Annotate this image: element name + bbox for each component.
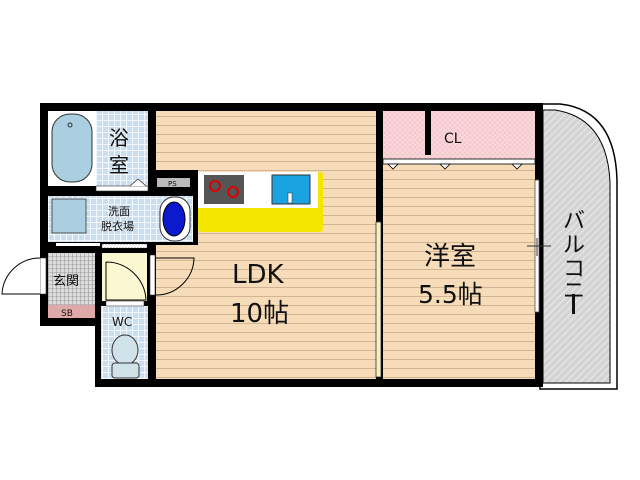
washroom-label-2: 脱衣場	[101, 219, 134, 233]
bath-label-1: 浴	[109, 126, 129, 150]
washer-icon	[162, 201, 186, 237]
ldk-label: LDK	[232, 260, 285, 290]
shoebox-label: SB	[61, 309, 73, 319]
bath-label-2: 室	[109, 153, 129, 177]
bathroom: 浴 室 浴室	[48, 111, 149, 192]
closet-label: CL	[444, 131, 462, 147]
balcony-char: ル	[563, 233, 585, 258]
toilet-room: WC	[101, 300, 148, 379]
entrance-door[interactable]	[1, 257, 41, 295]
ps-label: PS	[168, 180, 177, 188]
closet: CL	[382, 111, 536, 170]
balcony-label: バ ル コ ニ	[563, 209, 585, 314]
western-room-size: 5.5帖	[418, 280, 483, 309]
western-room-floor	[383, 163, 535, 379]
balcony-char: バ	[563, 209, 585, 234]
washroom: 洗面 脱衣場	[48, 196, 193, 249]
kitchen-counter	[198, 172, 323, 232]
toilet-icon	[111, 334, 139, 366]
entrance-label: 玄関	[53, 274, 79, 289]
entrance: SB 玄関	[1, 253, 95, 319]
ldk-size: 10帖	[230, 299, 289, 329]
shoebox	[48, 305, 95, 318]
balcony	[539, 103, 618, 390]
balcony-char: コ	[563, 257, 585, 282]
washroom-label-1: 洗面	[108, 205, 130, 218]
toilet-label: WC	[112, 315, 132, 329]
western-room-label: 洋室	[424, 242, 476, 272]
balcony-char: ニ	[563, 279, 585, 304]
